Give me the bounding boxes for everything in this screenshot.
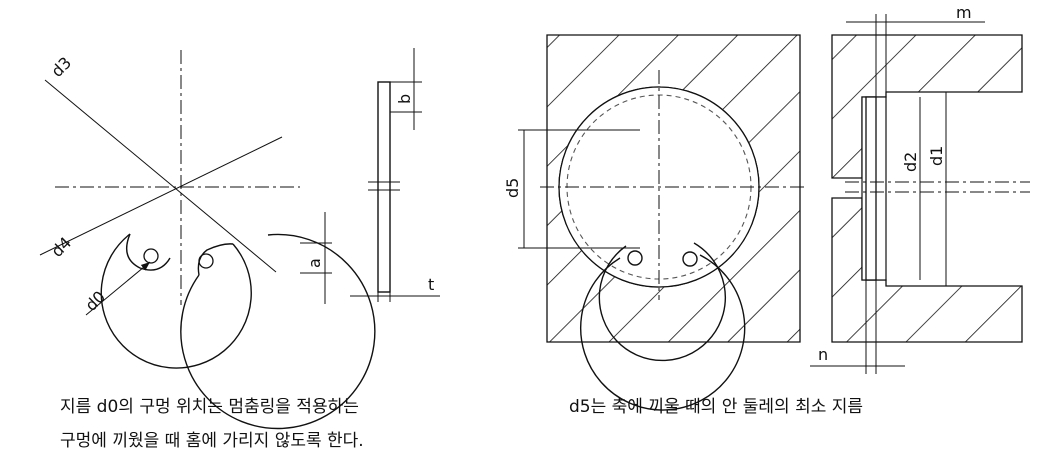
ring-front-view: d3 d4 d0 a — [39, 50, 376, 430]
label-n: n — [818, 345, 828, 364]
a-dimension — [300, 212, 332, 304]
label-b: b — [395, 94, 414, 104]
label-d1: d1 — [927, 146, 946, 166]
label-a: a — [305, 258, 324, 268]
caption-right: d5는 축에 끼울 때의 안 둘레의 최소 지름 — [569, 390, 863, 424]
caption-right-line-1: d5는 축에 끼울 때의 안 둘레의 최소 지름 — [569, 397, 864, 417]
label-d3: d3 — [47, 53, 75, 81]
d3-dimension — [44, 79, 277, 273]
lug-holes — [143, 248, 214, 269]
d1-d2-dimensions — [886, 91, 960, 287]
label-d2: d2 — [901, 152, 920, 172]
d5-dimension — [518, 129, 640, 249]
caption-left: 지름 d0의 구멍 위치는 멈춤링을 적용하는 구멍에 끼웠을 때 홈에 가리지… — [60, 390, 364, 458]
t-dimension — [350, 292, 440, 302]
label-d4: d4 — [47, 233, 75, 261]
installed-ring — [580, 242, 746, 411]
ring-installed-section-view: m n d2 d1 — [810, 3, 1030, 374]
ring-thickness-profile — [377, 81, 391, 293]
label-d0: d0 — [81, 287, 109, 315]
d4-dimension — [39, 136, 283, 256]
caption-left-line-1: 지름 d0의 구멍 위치는 멈춤링을 적용하는 — [60, 397, 359, 417]
n-dimension — [810, 275, 905, 374]
label-t: t — [428, 275, 434, 294]
seated-ring-section — [865, 96, 877, 281]
ring-installed-front-view: d5 — [503, 34, 805, 411]
caption-left-line-2: 구멍에 끼웠을 때 홈에 가리지 않도록 한다. — [60, 431, 364, 451]
ring-body — [100, 233, 376, 430]
label-m: m — [956, 3, 972, 22]
ring-side-view: b t — [350, 48, 440, 302]
b-dimension — [390, 48, 422, 130]
side-center-lines — [368, 181, 400, 191]
installed-center-lines — [540, 70, 805, 300]
lower-housing-section — [831, 197, 1023, 343]
center-lines — [55, 50, 300, 305]
d0-dimension — [85, 261, 151, 316]
section-center-lines — [845, 181, 1030, 193]
label-d5: d5 — [503, 178, 522, 198]
m-dimension — [846, 14, 985, 100]
